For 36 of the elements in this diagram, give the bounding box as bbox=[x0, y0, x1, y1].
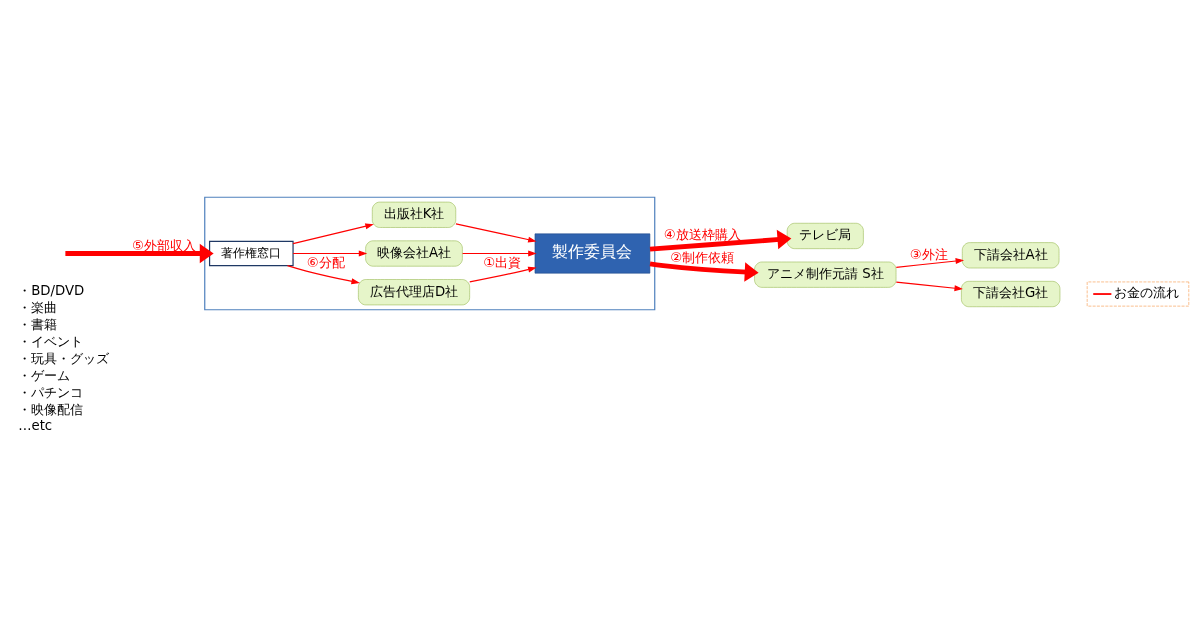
arrow bbox=[65, 243, 214, 263]
arrow bbox=[469, 266, 537, 282]
cluster bbox=[204, 196, 656, 310]
node-box: 下請会社A社 bbox=[962, 241, 1060, 268]
arrow bbox=[895, 280, 963, 291]
arrow bbox=[292, 222, 374, 244]
arrow bbox=[455, 222, 537, 243]
arrow bbox=[292, 250, 368, 256]
legend-label: お金の流れ bbox=[1113, 284, 1179, 300]
node-box: テレビ局 bbox=[786, 222, 864, 249]
node-box: 著作権窓口 bbox=[209, 240, 294, 266]
edge-label: ①出資 bbox=[483, 254, 522, 270]
edge-label: ⑥分配 bbox=[306, 254, 345, 270]
node-box: アニメ制作元請 S社 bbox=[754, 261, 897, 288]
label: ・BD/DVD bbox=[18, 282, 85, 298]
label: ・玩具・グッズ bbox=[18, 350, 110, 366]
label: ・パチンコ bbox=[18, 384, 84, 400]
label: ・楽曲 bbox=[18, 299, 58, 315]
node-box: 映像会社A社 bbox=[365, 240, 463, 266]
label: ・イベント bbox=[18, 333, 84, 349]
label: ・書籍 bbox=[18, 316, 58, 332]
node-box: 製作委員会 bbox=[534, 233, 651, 273]
node-box: 出版社K社 bbox=[372, 201, 457, 228]
edge-label: ②制作依頼 bbox=[670, 249, 735, 265]
label: …etc bbox=[18, 417, 53, 433]
arrow bbox=[895, 257, 965, 268]
edge-label: ④放送枠購入 bbox=[663, 226, 741, 242]
edge-label: ③外注 bbox=[909, 246, 948, 262]
arrow bbox=[286, 264, 360, 284]
arrow bbox=[461, 250, 537, 256]
label: ・映像配信 bbox=[18, 401, 84, 417]
label: ・ゲーム bbox=[18, 367, 71, 383]
node-box: 下請会社G社 bbox=[961, 280, 1061, 307]
arrow bbox=[649, 229, 792, 252]
arrow bbox=[649, 261, 759, 282]
node-box: 広告代理店D社 bbox=[358, 278, 470, 305]
